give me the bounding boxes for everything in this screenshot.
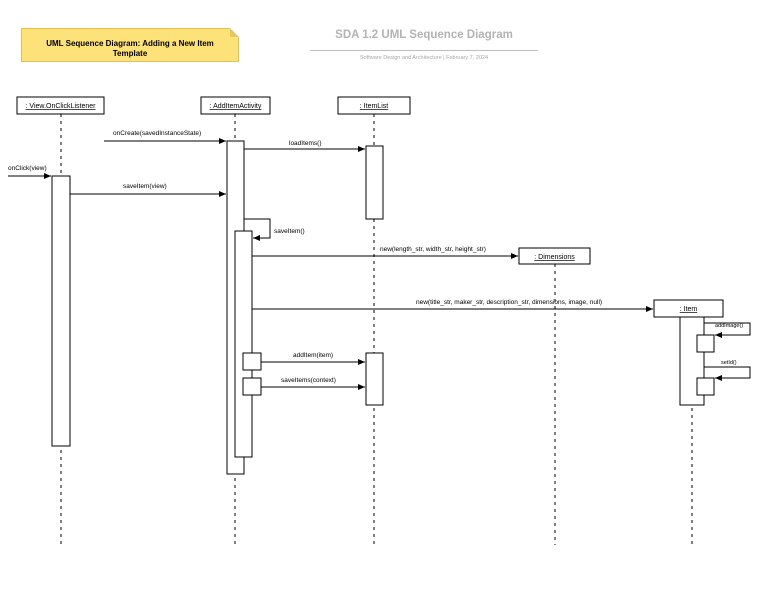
message-saveitem-self-arrow (244, 218, 271, 241)
note-fold-corner (230, 28, 239, 37)
diagram-subtitle: Software Design and Architecture | Febru… (360, 55, 488, 61)
participant-itemlist-box (337, 96, 411, 115)
participant-itemlist-label: : ItemList (360, 103, 388, 110)
participant-item-label: : Item (680, 306, 698, 313)
message-loaditems-label: loadItems() (289, 140, 322, 147)
activation-itemlist-add (365, 352, 384, 406)
activation-activity-additem (242, 352, 262, 371)
message-additem-label: addItem(item) (293, 352, 333, 359)
participant-activity-label: : AddItemActivity (210, 103, 262, 110)
activation-item-addimage (696, 334, 715, 353)
message-onclick-label: onClick(view) (8, 165, 47, 172)
participant-view-box (16, 96, 105, 115)
activation-activity-nested (234, 230, 253, 458)
message-setid-label: setId() (721, 360, 737, 366)
message-saveitem-view-label: saveItem(view) (123, 183, 167, 190)
message-oncreate-label: onCreate(savedInstanceState) (113, 130, 201, 137)
header-divider (310, 50, 538, 51)
message-setid-arrow (704, 366, 751, 381)
message-addimage-label: addImage() (715, 323, 743, 329)
message-new-item-label: new(title_str, maker_str, description_st… (416, 299, 602, 306)
title-note: UML Sequence Diagram: Adding a New Item … (21, 28, 239, 62)
message-saveitems-label: saveItems(context) (281, 377, 336, 384)
participant-view-label: : View.OnClickListener (26, 103, 97, 110)
message-saveitem-self-label: saveItem() (274, 228, 305, 235)
participant-dimensions-label: : Dimensions (534, 254, 575, 261)
activation-itemlist-load (365, 145, 384, 220)
message-addimage-arrow (704, 322, 751, 338)
participant-activity-box (200, 96, 271, 115)
activation-activity-saveitems (242, 377, 262, 396)
message-new-dimensions-label: new(length_str, width_str, height_str) (380, 246, 486, 253)
activation-view (51, 175, 71, 447)
activation-item-setid (696, 377, 715, 396)
participant-dimensions-box (518, 247, 591, 265)
diagram-title: SDA 1.2 UML Sequence Diagram (335, 29, 513, 41)
note-title: UML Sequence Diagram: Adding a New Item … (46, 39, 214, 58)
